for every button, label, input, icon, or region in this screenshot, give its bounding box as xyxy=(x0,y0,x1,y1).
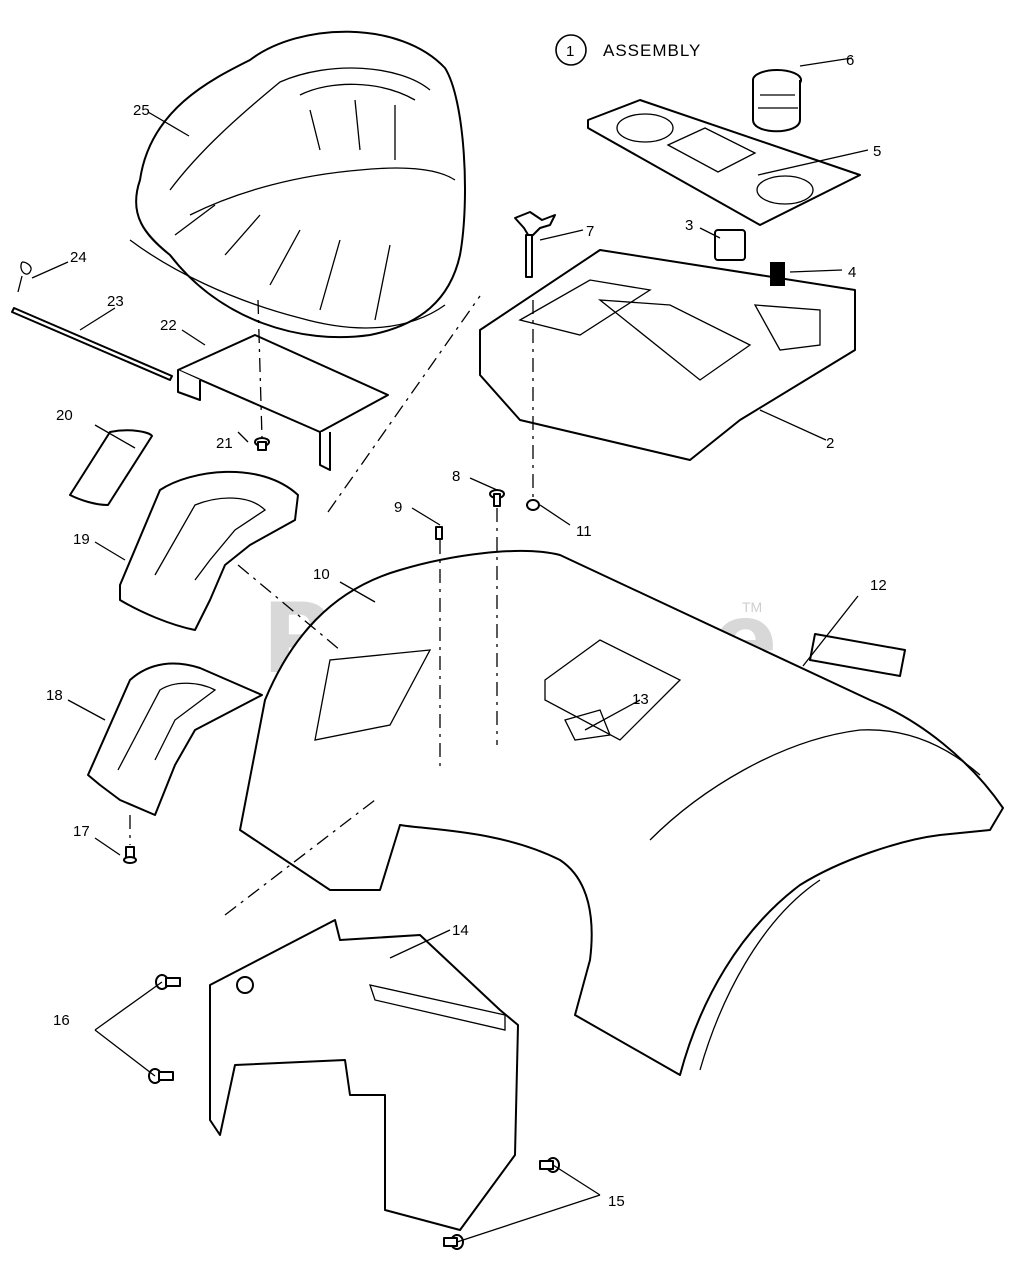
callout-23: 23 xyxy=(107,293,124,310)
bolt-part-21 xyxy=(254,437,270,451)
cover-dash-line xyxy=(237,564,341,651)
callout-10: 10 xyxy=(313,566,330,583)
rod-part-23 xyxy=(11,307,173,381)
callout-7: 7 xyxy=(586,223,594,240)
callout-5: 5 xyxy=(873,143,881,160)
bolts-part-16 xyxy=(148,974,181,1084)
callout-13: 13 xyxy=(632,691,649,708)
callout-3: 3 xyxy=(685,217,693,234)
watermark-trademark: TM xyxy=(742,599,762,615)
callout-12: 12 xyxy=(870,577,887,594)
shift-plate-part-18 xyxy=(87,662,263,816)
seat-bracket-part-22 xyxy=(177,334,389,471)
fastener-part-11 xyxy=(526,499,540,511)
leader-lines xyxy=(31,57,869,1243)
callout-numbers: 25 24 23 22 21 20 19 18 17 16 15 14 13 1… xyxy=(46,52,887,1210)
callout-6: 6 xyxy=(846,52,854,69)
spring-part-4 xyxy=(770,262,785,286)
callout-14: 14 xyxy=(452,922,469,939)
shift-cover-part-19 xyxy=(119,470,299,631)
fastener-part-9 xyxy=(435,526,443,540)
fastener-part-8 xyxy=(489,489,505,507)
cup-tray-part-5 xyxy=(587,99,861,226)
decal-part-20 xyxy=(69,429,153,506)
fender-part-10 xyxy=(239,550,1004,1076)
callout-15: 15 xyxy=(608,1193,625,1210)
callout-9: 9 xyxy=(394,499,402,516)
callout-4: 4 xyxy=(848,264,856,281)
callout-24: 24 xyxy=(70,249,87,266)
callout-2: 2 xyxy=(826,435,834,452)
assembly-number-circle xyxy=(555,34,587,66)
callout-8: 8 xyxy=(452,468,460,485)
wing-knob-part-7 xyxy=(514,211,556,278)
callout-11: 11 xyxy=(576,523,592,540)
screw-part-17 xyxy=(123,846,137,864)
callout-22: 22 xyxy=(160,317,177,334)
assembly-reference: 1 ASSEMBLY xyxy=(555,34,701,66)
frame-dash-line xyxy=(224,799,376,916)
callout-17: 17 xyxy=(73,823,90,840)
decal-part-12 xyxy=(809,633,906,677)
console-part-2 xyxy=(479,249,856,461)
callout-21: 21 xyxy=(216,435,233,452)
switch-part-3 xyxy=(714,229,746,261)
callout-19: 19 xyxy=(73,531,90,548)
clip-part-24 xyxy=(17,261,32,293)
callout-16: 16 xyxy=(53,1012,70,1029)
seat-dash-line xyxy=(257,299,263,439)
callout-20: 20 xyxy=(56,407,73,424)
knob-part-6 xyxy=(752,69,802,133)
callout-25: 25 xyxy=(133,102,150,119)
seat-part-25 xyxy=(129,30,466,339)
callout-18: 18 xyxy=(46,687,63,704)
assembly-label: ASSEMBLY xyxy=(603,41,701,60)
frame-bracket-part-14 xyxy=(209,919,519,1231)
assembly-number: 1 xyxy=(566,43,574,60)
